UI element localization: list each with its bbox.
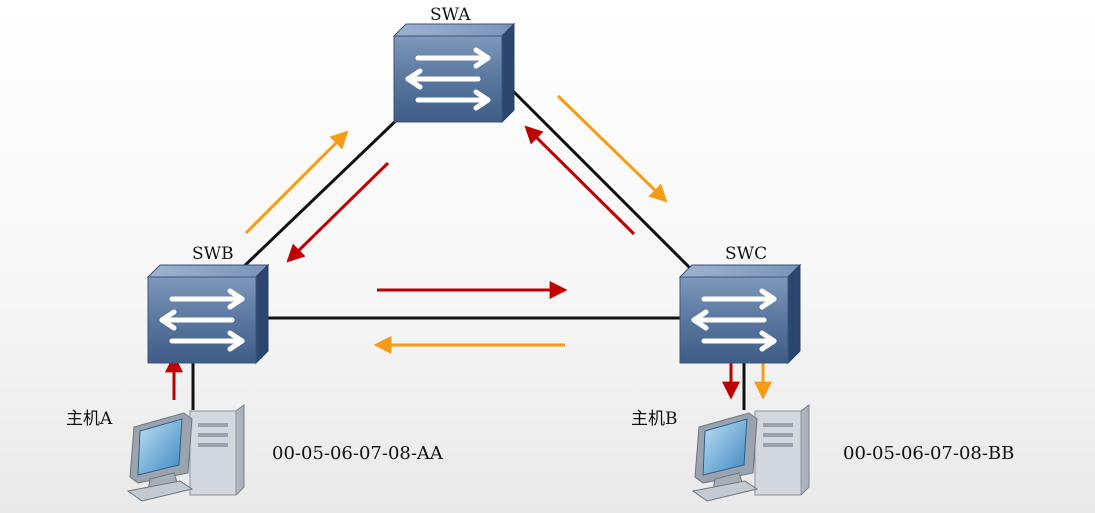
arrow-red-swc-to-swa: [524, 125, 636, 236]
link-swa-swc: [508, 86, 694, 272]
link-swa-swb: [236, 110, 407, 274]
arrow-red-swa-to-swb: [286, 161, 390, 263]
flow-arrows: [165, 94, 772, 400]
host-a-label: 主机A: [66, 409, 113, 429]
arrow-orange-swb-to-swa: [244, 130, 349, 235]
switch-swb-label: SWB: [192, 244, 234, 264]
switch-swa-icon: [392, 22, 516, 124]
host-a-mac: 00-05-06-07-08-AA: [272, 443, 443, 464]
links: [191, 86, 746, 410]
host-b-mac: 00-05-06-07-08-BB: [843, 443, 1015, 464]
host-b-label: 主机B: [631, 409, 678, 429]
host-a-computer-icon: [126, 404, 245, 502]
switch-swb-icon: [146, 263, 270, 365]
arrow-orange-swa-to-swc: [556, 94, 668, 203]
switch-swa-label: SWA: [430, 5, 471, 25]
host-b-computer-icon: [691, 404, 810, 502]
switch-swc-icon: [678, 263, 802, 365]
switch-swc-label: SWC: [725, 244, 768, 264]
